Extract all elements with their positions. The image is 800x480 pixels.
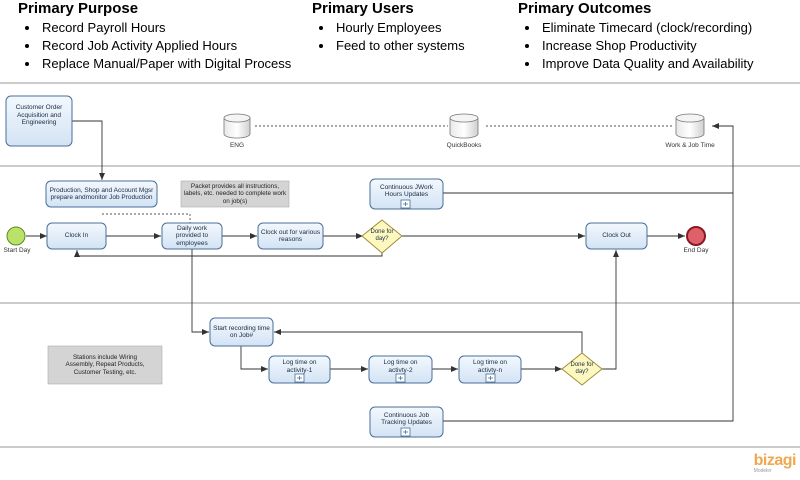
task-production-mgr <box>45 180 158 208</box>
subprocess-plus-icon <box>395 373 406 383</box>
list-item: Record Job Activity Applied Hours <box>40 37 291 55</box>
task-shapes <box>5 95 648 438</box>
primary-purpose-title: Primary Purpose <box>18 0 139 17</box>
task-daily-work-label[interactable]: Daily work provided to employees <box>175 224 209 247</box>
flow-start-to-log1 <box>240 346 268 372</box>
task-clock-in-label[interactable]: Clock In <box>64 232 89 240</box>
primary-outcomes-list: Eliminate Timecard (clock/recording) Inc… <box>518 19 753 73</box>
primary-users-section: Primary Users Hourly Employees Feed to o… <box>312 0 465 55</box>
end-event-label: End Day <box>683 247 709 254</box>
database-icon <box>223 113 251 139</box>
datastore-eng-label: ENG <box>229 142 245 149</box>
list-item: Hourly Employees <box>334 19 465 37</box>
flow-jobtracking-to-datastore <box>443 193 734 422</box>
gateway-done-day-2 <box>561 352 603 386</box>
end-event <box>686 226 706 246</box>
start-event-label: Start Day <box>3 247 31 254</box>
bizagi-logo: bizagi Modeler <box>753 452 797 475</box>
task-start-recording-label[interactable]: Start recording time on Job# <box>213 324 270 340</box>
subprocess-plus-icon <box>400 199 411 209</box>
primary-outcomes-title: Primary Outcomes <box>518 0 652 17</box>
primary-users-title: Primary Users <box>312 0 414 17</box>
flow-gateway-loop-back <box>74 250 383 257</box>
gateway-done-day-2-label[interactable]: Done for day? <box>570 361 594 376</box>
note-stations <box>47 345 163 385</box>
sequence-flows <box>26 120 734 422</box>
list-item: Replace Manual/Paper with Digital Proces… <box>40 55 291 73</box>
task-log-time-n-label[interactable]: Log time on activty-n <box>473 359 507 374</box>
subprocess-plus-icon <box>485 373 496 383</box>
task-clock-out-reasons <box>257 222 324 250</box>
logo-brand: bizagi <box>753 452 797 469</box>
gateway-done-day-1-label[interactable]: Done for day? <box>370 228 394 243</box>
task-clock-out-label[interactable]: Clock Out <box>602 232 631 240</box>
associations <box>102 125 672 224</box>
note-stations-label: Stations include Wiring Assembly, Repeat… <box>65 353 145 376</box>
task-log-time-2 <box>368 355 433 384</box>
gateway-done-day-1 <box>361 219 403 254</box>
list-item: Increase Shop Productivity <box>540 37 753 55</box>
task-customer-order-label[interactable]: Customer Order Acquisition and Engineeri… <box>15 104 63 126</box>
flow-jwork-to-datastore <box>443 123 734 194</box>
logo-sub: Modeler <box>753 468 772 474</box>
flow-order-to-production <box>72 120 105 180</box>
subprocess-plus-icon <box>400 427 411 437</box>
task-continuous-job-label[interactable]: Continuous Job Tracking Updates <box>381 411 432 427</box>
task-log-time-2-label[interactable]: Log time on activty-2 <box>383 359 418 374</box>
task-log-time-1 <box>268 355 331 384</box>
list-item: Eliminate Timecard (clock/recording) <box>540 19 753 37</box>
flow-gateway2-to-clockout <box>601 250 619 370</box>
subprocess-markers <box>294 199 496 437</box>
database-icon <box>449 113 479 139</box>
task-clock-in <box>46 222 107 250</box>
task-log-time-1-label[interactable]: Log time on activity-1 <box>282 359 317 374</box>
datastore-shapes <box>223 113 705 139</box>
task-continuous-job <box>369 406 444 438</box>
list-item: Feed to other systems <box>334 37 465 55</box>
note-packet-label: Packet provides all instructions, labels… <box>183 182 287 205</box>
lane-dividers <box>0 82 800 448</box>
datastore-work-job-label: Work & Job Time <box>665 142 715 149</box>
task-continuous-jwork <box>369 178 444 210</box>
database-icon <box>675 113 705 139</box>
task-clock-out-reasons-label[interactable]: Clock out for various reasons <box>260 228 321 244</box>
task-customer-order <box>5 95 73 147</box>
annotation-shapes <box>47 180 290 385</box>
subprocess-plus-icon <box>294 373 305 383</box>
task-start-recording <box>209 317 274 347</box>
primary-purpose-list: Record Payroll Hours Record Job Activity… <box>18 19 291 73</box>
list-item: Improve Data Quality and Availability <box>540 55 753 73</box>
primary-users-list: Hourly Employees Feed to other systems <box>312 19 465 55</box>
task-production-mgr-label[interactable]: Production, Shop and Account Mgsr prepar… <box>49 186 154 202</box>
list-item: Record Payroll Hours <box>40 19 291 37</box>
task-daily-work <box>161 222 223 250</box>
task-log-time-n <box>458 355 522 384</box>
datastore-quickbooks-label: QuickBooks <box>446 142 482 149</box>
task-clock-out <box>585 222 648 250</box>
task-continuous-jwork-label[interactable]: Continuous JWork Hours Updates <box>380 183 433 199</box>
gateway-shapes <box>361 219 603 386</box>
flow-daily-to-start-recording <box>191 249 209 335</box>
primary-purpose-section: Primary Purpose Record Payroll Hours Rec… <box>18 0 291 73</box>
flow-gateway2-loop-back <box>274 329 583 353</box>
primary-outcomes-section: Primary Outcomes Eliminate Timecard (clo… <box>518 0 753 73</box>
start-event <box>6 226 26 246</box>
note-packet <box>180 180 290 208</box>
